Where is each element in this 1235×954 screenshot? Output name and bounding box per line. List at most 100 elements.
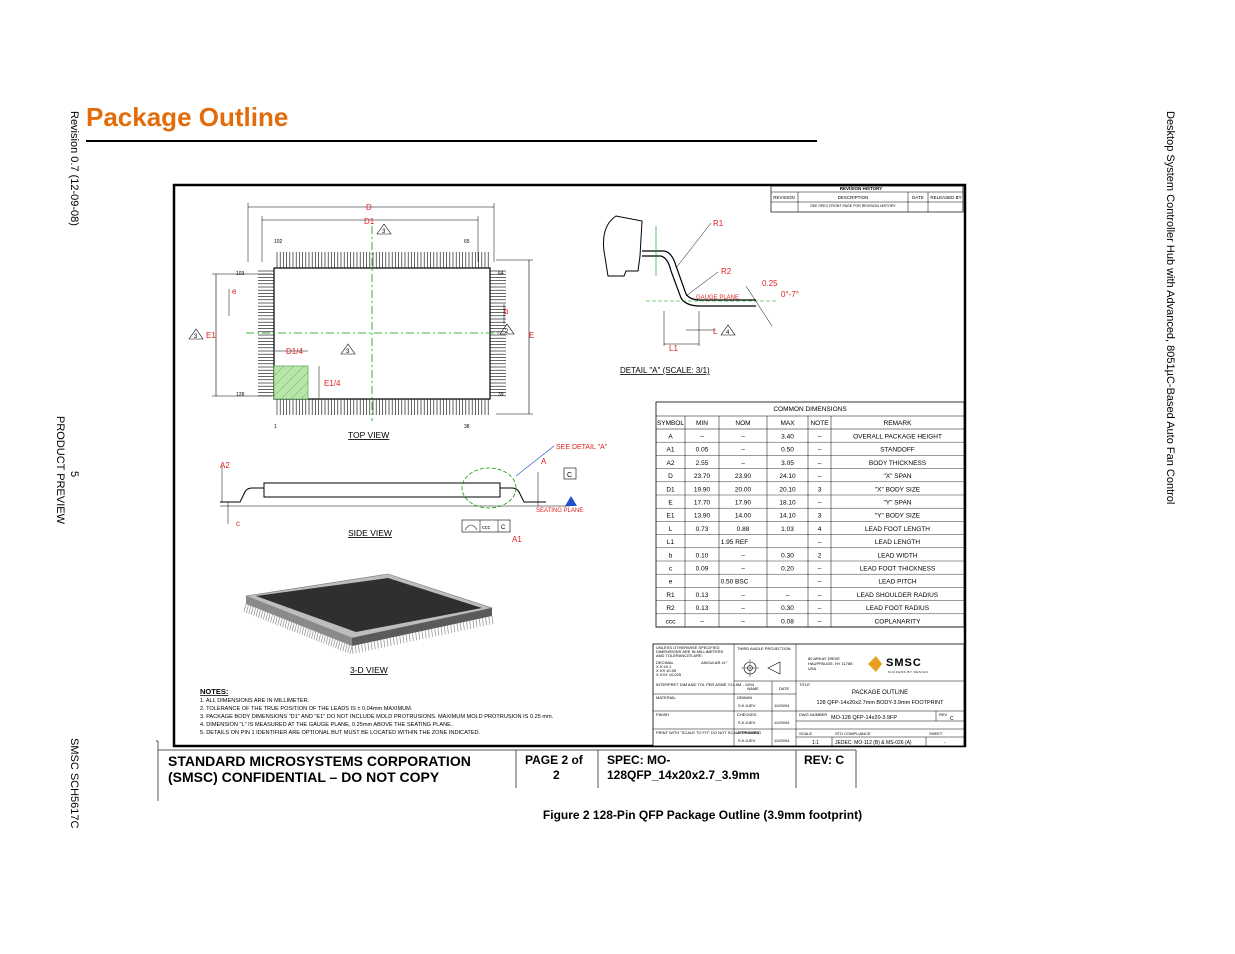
projection: THIRD ANGLE PROJECTION: [737, 646, 791, 651]
top-view: D D1 E1 E e b D1/4 E1/4 3 3 2 3 102 65 1…: [188, 203, 534, 440]
dims-cell: 23.70: [694, 473, 711, 480]
rev-col-description: DESCRIPTION: [838, 195, 869, 200]
note-ref-3-mid: 3: [346, 349, 350, 355]
dims-header: MIN: [696, 420, 708, 427]
note-5: 5. DETAILS ON PIN 1 IDENTIFIER ARE OPTIO…: [200, 730, 481, 736]
pin-39: 39: [498, 392, 504, 398]
dims-cell: –: [741, 592, 745, 599]
dims-cell: –: [741, 618, 745, 625]
dims-cell: 23.90: [735, 473, 752, 480]
dims-cell: 19.90: [694, 486, 711, 493]
right-margin-text: Desktop System Controller Hub with Advan…: [1160, 111, 1180, 571]
dims-cell: 0.50: [781, 447, 794, 454]
dims-cell: –: [818, 605, 822, 612]
status-text: PRODUCT PREVIEW: [54, 416, 66, 524]
3d-view-label: 3-D VIEW: [350, 665, 388, 675]
detail-l: L: [713, 327, 718, 336]
dims-cell: 3.05: [781, 460, 794, 467]
dims-cell: 13.90: [694, 513, 711, 520]
ccc-frame: ccc: [482, 525, 491, 531]
dims-cell: E1: [667, 513, 675, 520]
note-ref-3-top: 3: [382, 229, 386, 235]
detail-a-label: DETAIL "A" (SCALE: 3/1): [620, 366, 710, 375]
detail-r1: R1: [713, 219, 724, 228]
dims-cell: 14.00: [735, 513, 752, 520]
dims-cell: 0.08: [781, 618, 794, 625]
pin-102: 102: [274, 239, 283, 245]
dims-cell: "Y" SPAN: [884, 500, 912, 507]
tagline: SUCCESS BY DESIGN: [888, 670, 928, 674]
note-1: 1. ALL DIMENSIONS ARE IN MILLIMETER.: [200, 698, 310, 704]
dims-cell: E: [668, 500, 673, 507]
pin-64: 64: [498, 271, 504, 277]
drawn-date: 11/09/04: [774, 703, 790, 708]
dims-header: MAX: [780, 420, 795, 427]
dims-cell: LEAD PITCH: [878, 579, 917, 586]
dim-e1-quarter: E1/4: [324, 379, 341, 388]
scale-value: 1:1: [812, 740, 819, 746]
tol-8: ANGULAR ±1°: [701, 660, 728, 665]
tol-3: AND TOLERANCES ARE:: [656, 653, 703, 658]
dims-cell: STANDOFF: [880, 447, 915, 454]
side-a2: A2: [220, 461, 230, 470]
corp-line-1: STANDARD MICROSYSTEMS CORPORATION: [168, 753, 471, 769]
datum-c: C: [567, 472, 572, 479]
side-view-label: SIDE VIEW: [348, 528, 392, 538]
drawn-name: S.K.ILIEV: [738, 703, 756, 708]
dim-d1: D1: [364, 217, 375, 226]
brand: SMSC: [886, 657, 922, 669]
dims-cell: c: [669, 566, 673, 573]
dims-cell: 0.30: [781, 605, 794, 612]
ccc-datum: C: [501, 525, 506, 531]
top-view-label: TOP VIEW: [348, 430, 389, 440]
revision-history: REVISION HISTORY REVISION DESCRIPTION DA…: [770, 185, 964, 213]
dims-cell: "X" SPAN: [884, 473, 912, 480]
std-value: JEDEC: MO-112 (B) & MS-026 (A): [835, 740, 912, 746]
dims-cell: 0.50 BSC: [721, 579, 749, 586]
dims-cell: 2.55: [696, 460, 709, 467]
finish: FINISH: [656, 712, 669, 717]
dim-d1-quarter: D1/4: [286, 347, 303, 356]
dims-cell: 0.09: [696, 566, 709, 573]
page-title: Package Outline: [86, 102, 289, 132]
address-2: HAUPPAUGE, NY 11788: [808, 661, 853, 666]
dims-cell: LEAD SHOULDER RADIUS: [857, 592, 939, 599]
pin-65: 65: [464, 239, 470, 245]
dims-header: NOM: [735, 420, 750, 427]
dims-cell: –: [786, 592, 790, 599]
detail-a: R1 R2 0.25 0°-7° L L1 GAUGE PLANE 4 DETA…: [603, 215, 799, 375]
dims-cell: A1: [667, 447, 675, 454]
detail-025: 0.25: [762, 279, 778, 288]
dims-cell: D1: [666, 486, 675, 493]
dims-cell: –: [818, 434, 822, 441]
dims-cell: 3: [818, 486, 822, 493]
rev-col-revision: REVISION: [773, 195, 795, 200]
address-1: 80 ARKAY DRIVE: [808, 656, 840, 661]
rev-note: SEE SPEC FRONT PAGE FOR REVISION HISTORY: [810, 204, 896, 208]
revision-text: Revision 0.7 (12-09-08): [68, 111, 80, 226]
sheet-value: -: [944, 740, 946, 746]
dims-cell: b: [669, 552, 673, 559]
pin-1: 1: [274, 424, 277, 430]
dims-cell: 0.20: [781, 566, 794, 573]
dims-cell: e: [669, 579, 673, 586]
figure-caption: Figure 2 128-Pin QFP Package Outline (3.…: [542, 808, 863, 822]
std-label: STD COMPLIANCE: [835, 731, 871, 736]
dims-cell: 18.10: [779, 500, 796, 507]
dims-cell: BODY THICKNESS: [869, 460, 927, 467]
address-3: USA: [808, 666, 817, 671]
dims-cell: –: [818, 618, 822, 625]
print-note: PRINT WITH "SCALE TO FIT" DO NOT SCALE D…: [656, 730, 761, 735]
dims-cell: –: [818, 447, 822, 454]
approved-date: 11/09/04: [774, 738, 790, 743]
title-label: TITLE: [799, 682, 810, 687]
tol-6: X.XX ±0.05: [656, 668, 677, 673]
dims-cell: 24.10: [779, 473, 796, 480]
pin-128: 128: [236, 392, 245, 398]
dims-cell: –: [700, 618, 704, 625]
page-number: 5: [68, 471, 80, 478]
pin-103: 103: [236, 271, 245, 277]
dwg-label: DWG NUMBER: [799, 712, 827, 717]
interp: INTERPRET DIM AND TOL PER ASME Y14.5M - …: [656, 682, 755, 687]
